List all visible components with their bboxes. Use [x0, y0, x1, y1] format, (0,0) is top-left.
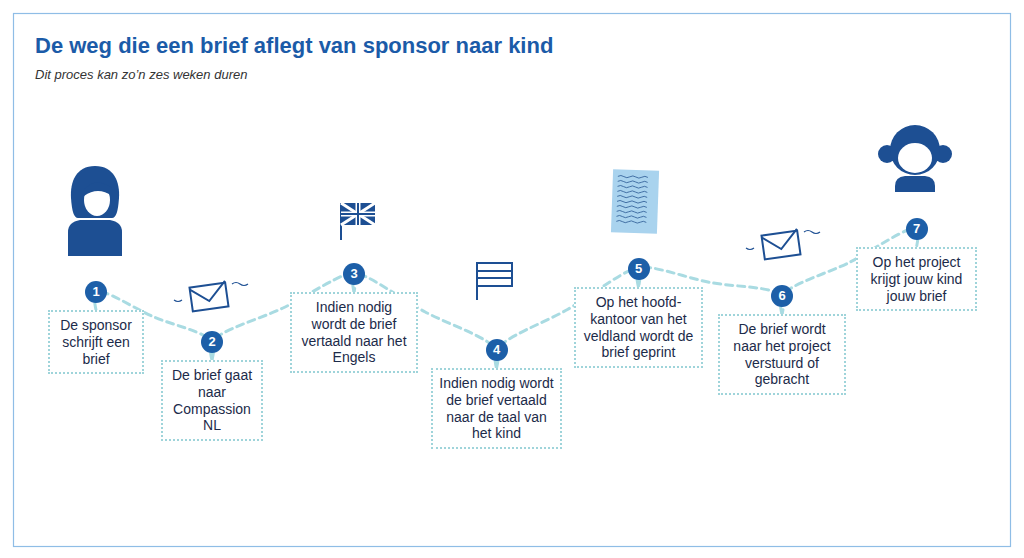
sponsor-figure: [68, 166, 122, 256]
step-box: Op het hoofd- kantoor van het veldland w…: [574, 287, 703, 368]
handwriting-stroke: [618, 180, 648, 183]
callout-number: 6: [771, 285, 793, 307]
step-text: Indien nodig wordt de brief vertaald naa…: [298, 299, 410, 366]
handwriting-stroke: [616, 215, 646, 218]
letter-icon: [611, 169, 659, 234]
callout-number: 3: [343, 263, 365, 285]
envelope-icon: [174, 281, 248, 312]
step-box: De brief gaat naar Compassion NL: [161, 360, 263, 441]
diagram-title: De weg die een brief aflegt van sponsor …: [35, 33, 553, 59]
callout-number: 4: [486, 339, 508, 361]
step-text: Op het hoofd- kantoor van het veldland w…: [582, 294, 695, 361]
uk-flag-icon: [341, 203, 375, 240]
handwriting-stroke: [617, 210, 647, 213]
callout-number: 7: [906, 218, 928, 240]
handwriting-stroke: [618, 175, 648, 178]
step-text: De sponsor schrijft een brief: [56, 317, 136, 367]
flag-icon: [477, 262, 512, 300]
handwriting-stroke: [617, 195, 647, 198]
handwriting-stroke: [617, 190, 647, 193]
handwriting-stroke: [616, 220, 646, 223]
step-text: Indien nodig wordt de brief vertaald naa…: [439, 375, 554, 442]
envelope-icon: [746, 229, 820, 260]
diagram-caption: Dit proces kan zo’n zes weken duren: [35, 67, 247, 82]
step-box: Op het project krijgt jouw kind jouw bri…: [856, 247, 977, 311]
step-text: Op het project krijgt jouw kind jouw bri…: [864, 254, 969, 304]
callout-number: 5: [628, 258, 650, 280]
callout-number: 2: [201, 331, 223, 353]
step-text: De brief gaat naar Compassion NL: [169, 367, 255, 434]
child-figure: [878, 125, 952, 192]
step-box: Indien nodig wordt de brief vertaald naa…: [431, 368, 562, 449]
handwriting-stroke: [617, 200, 647, 203]
step-box: Indien nodig wordt de brief vertaald naa…: [290, 292, 418, 373]
handwriting-stroke: [617, 205, 647, 208]
step-box: De brief wordt naar het project verstuur…: [718, 314, 846, 395]
step-box: De sponsor schrijft een brief: [48, 310, 144, 374]
callout-number: 1: [85, 281, 107, 303]
frame: [14, 14, 1011, 547]
handwriting-stroke: [617, 185, 647, 188]
step-text: De brief wordt naar het project verstuur…: [726, 321, 838, 388]
